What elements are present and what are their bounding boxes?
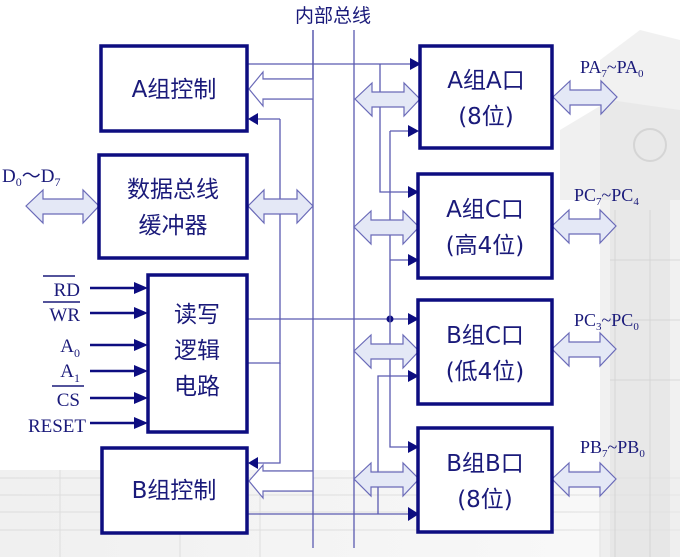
arrowhead-icon [408,186,419,198]
arrowhead-icon [408,254,419,266]
bus-to-port-c-upper-arrow-icon [353,209,420,246]
pa-label: PA7~PA0 [580,57,644,80]
arrowhead-icon [410,58,421,70]
wire-rw-vertical-bus [389,131,408,448]
arrowhead-icon [408,441,419,453]
signal-label-a0: A0 [60,336,80,360]
pc-lower-label: PC3~PC0 [574,310,639,333]
port-c-lower-label-line1: B组C口 [446,323,524,349]
control-signal-inputs [90,282,148,429]
data-bus-buffer-label-line1: 数据总线 [127,177,219,203]
bus-arrow-into-b-control-icon [248,463,314,500]
block-port-c-upper: A组C口 (高4位) [416,172,554,280]
port-c-upper-label-line2: (高4位) [446,233,525,259]
pb-label: PB7~PB0 [580,437,645,460]
rw-logic-label-line1: 读写 [174,302,220,328]
bidirectional-bus-arrows [25,79,618,498]
bus-to-port-b-arrow-icon [353,461,420,498]
pc-upper-label: PC7~PC4 [574,185,639,208]
block-port-c-lower: B组C口 (低4位) [416,298,554,406]
port-b-label-line1: B组B口 [446,451,524,477]
pc-upper-external-arrow-icon [551,208,617,245]
arrowhead-icon [408,313,419,325]
wire-b-ctrl-to-port-c-lower [377,375,408,514]
arrowhead-icon [134,307,148,319]
port-c-upper-label-line1: A组C口 [446,197,524,223]
arrowhead-icon [134,392,148,404]
arrowhead-icon [248,113,258,125]
block-data-bus-buffer: 数据总线 缓冲器 [97,153,249,260]
arrowhead-icon [134,365,148,377]
pb-external-arrow-icon [551,461,617,498]
signal-label-cs: CS [57,390,80,411]
internal-bus-title: 内部总线 [295,5,371,27]
data-bus-label: D0～D7 [2,166,60,189]
data-bus-external-arrow-icon [25,188,100,225]
port-b-label-line2: (8位) [457,487,513,513]
wire-bus-to-a-ctrl-1 [263,30,314,80]
group-b-control-label: B组控制 [132,478,217,504]
bus-to-port-c-lower-arrow-icon [353,333,420,370]
rw-logic-label-line3: 电路 [174,374,220,400]
signal-label-rd: RD [54,280,80,301]
signal-label-wr: WR [49,305,80,326]
data-bus-buffer-label-line2: 缓冲器 [139,213,208,239]
arrowhead-icon [134,282,148,294]
signal-label-a1: A1 [60,361,80,385]
port-a-label-line2: (8位) [458,104,514,130]
port-c-lower-label-line2: (低4位) [446,359,525,385]
arrowhead-icon [408,125,419,137]
group-a-control-label: A组控制 [132,77,217,103]
arrowhead-icon [408,370,419,382]
rw-logic-label-line2: 逻辑 [174,338,220,364]
arrowhead-icon [134,339,148,351]
block-port-b: B组B口 (8位) [416,426,554,534]
bus-to-port-a-arrow-icon [354,81,421,118]
arrowhead-icon [408,507,419,521]
block-group-a-control: A组控制 [99,44,249,133]
arrowhead-icon [134,417,148,429]
block-group-b-control: B组控制 [100,446,249,535]
block-rw-logic: 读写 逻辑 电路 [146,273,249,434]
bus-arrow-into-a-control-icon [248,70,314,108]
wire-rw-to-a-ctrl [247,119,281,364]
data-buffer-internal-arrow-icon [247,188,314,225]
wire-rw-to-b-ctrl [258,363,281,464]
pc-lower-external-arrow-icon [551,331,617,368]
pa-external-arrow-icon [552,79,618,116]
port-a-label-line1: A组A口 [447,68,524,94]
block-port-a: A组A口 (8位) [418,44,554,150]
signal-label-reset: RESET [28,416,86,437]
arrowhead-icon [248,457,258,469]
